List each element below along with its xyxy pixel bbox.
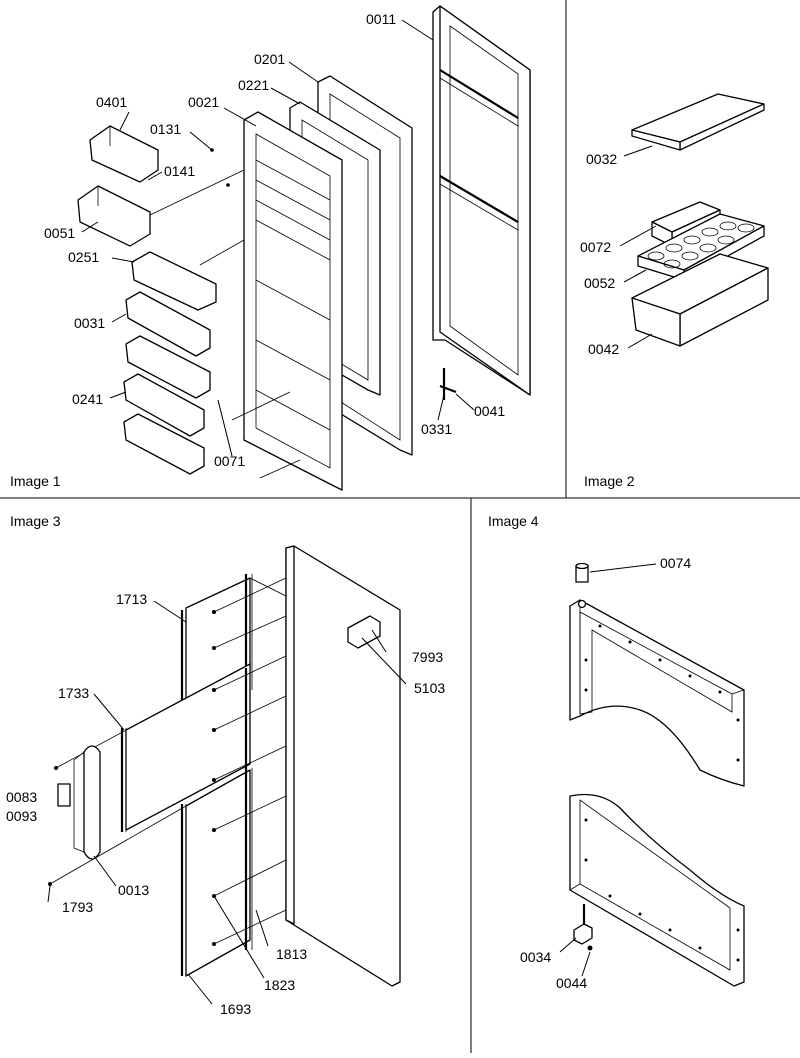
part-label: 0044 (556, 975, 587, 991)
part-label: 0034 (520, 949, 551, 965)
part-label: 0013 (118, 882, 149, 898)
part-label: 1733 (58, 685, 89, 701)
part-label: 0141 (164, 163, 195, 179)
part-label: 0093 (6, 808, 37, 824)
part-label: 0131 (150, 121, 181, 137)
part-label: 0083 (6, 789, 37, 805)
panel-caption: Image 1 (10, 473, 61, 489)
part-label: 1693 (220, 1001, 251, 1017)
part-label: 1793 (62, 899, 93, 915)
panel-caption: Image 2 (584, 473, 635, 489)
part-label: 0041 (474, 403, 505, 419)
image-4-drawing (559, 562, 745, 987)
part-label: 0071 (214, 453, 245, 469)
part-label: 0251 (68, 249, 99, 265)
part-label: 0074 (660, 555, 691, 571)
image-4-labels: 0074 0034 0044 Image 4 (488, 513, 691, 991)
part-label: 0241 (72, 391, 103, 407)
part-label: 0331 (421, 421, 452, 437)
panel-caption: Image 4 (488, 513, 539, 529)
part-label: 1823 (264, 977, 295, 993)
image-3-labels: 1713 7993 5103 1733 0083 0093 0013 1793 … (6, 513, 445, 1017)
part-label: 7993 (412, 649, 443, 665)
image-3-drawing (47, 545, 407, 1005)
part-label: 0221 (238, 77, 269, 93)
part-label: 0011 (366, 11, 396, 27)
part-label: 0401 (96, 94, 127, 110)
part-label: 1813 (276, 946, 307, 962)
part-label: 1713 (116, 591, 147, 607)
part-label: 0072 (580, 239, 611, 255)
image-1-drawing (77, 5, 531, 491)
part-label: 5103 (414, 680, 445, 696)
part-label: 0021 (188, 94, 219, 110)
part-label: 0201 (254, 51, 285, 67)
part-label: 0032 (586, 151, 617, 167)
image-2-drawing (619, 93, 769, 349)
image-2-labels: 0032 0072 0052 0042 Image 2 (580, 151, 635, 489)
panel-caption: Image 3 (10, 513, 61, 529)
part-label: 0042 (588, 341, 619, 357)
image-1-labels: 0011 0201 0221 0021 0131 0401 0141 0051 … (10, 11, 505, 489)
part-label: 0052 (584, 275, 615, 291)
part-label: 0031 (74, 315, 105, 331)
part-label: 0051 (44, 225, 75, 241)
